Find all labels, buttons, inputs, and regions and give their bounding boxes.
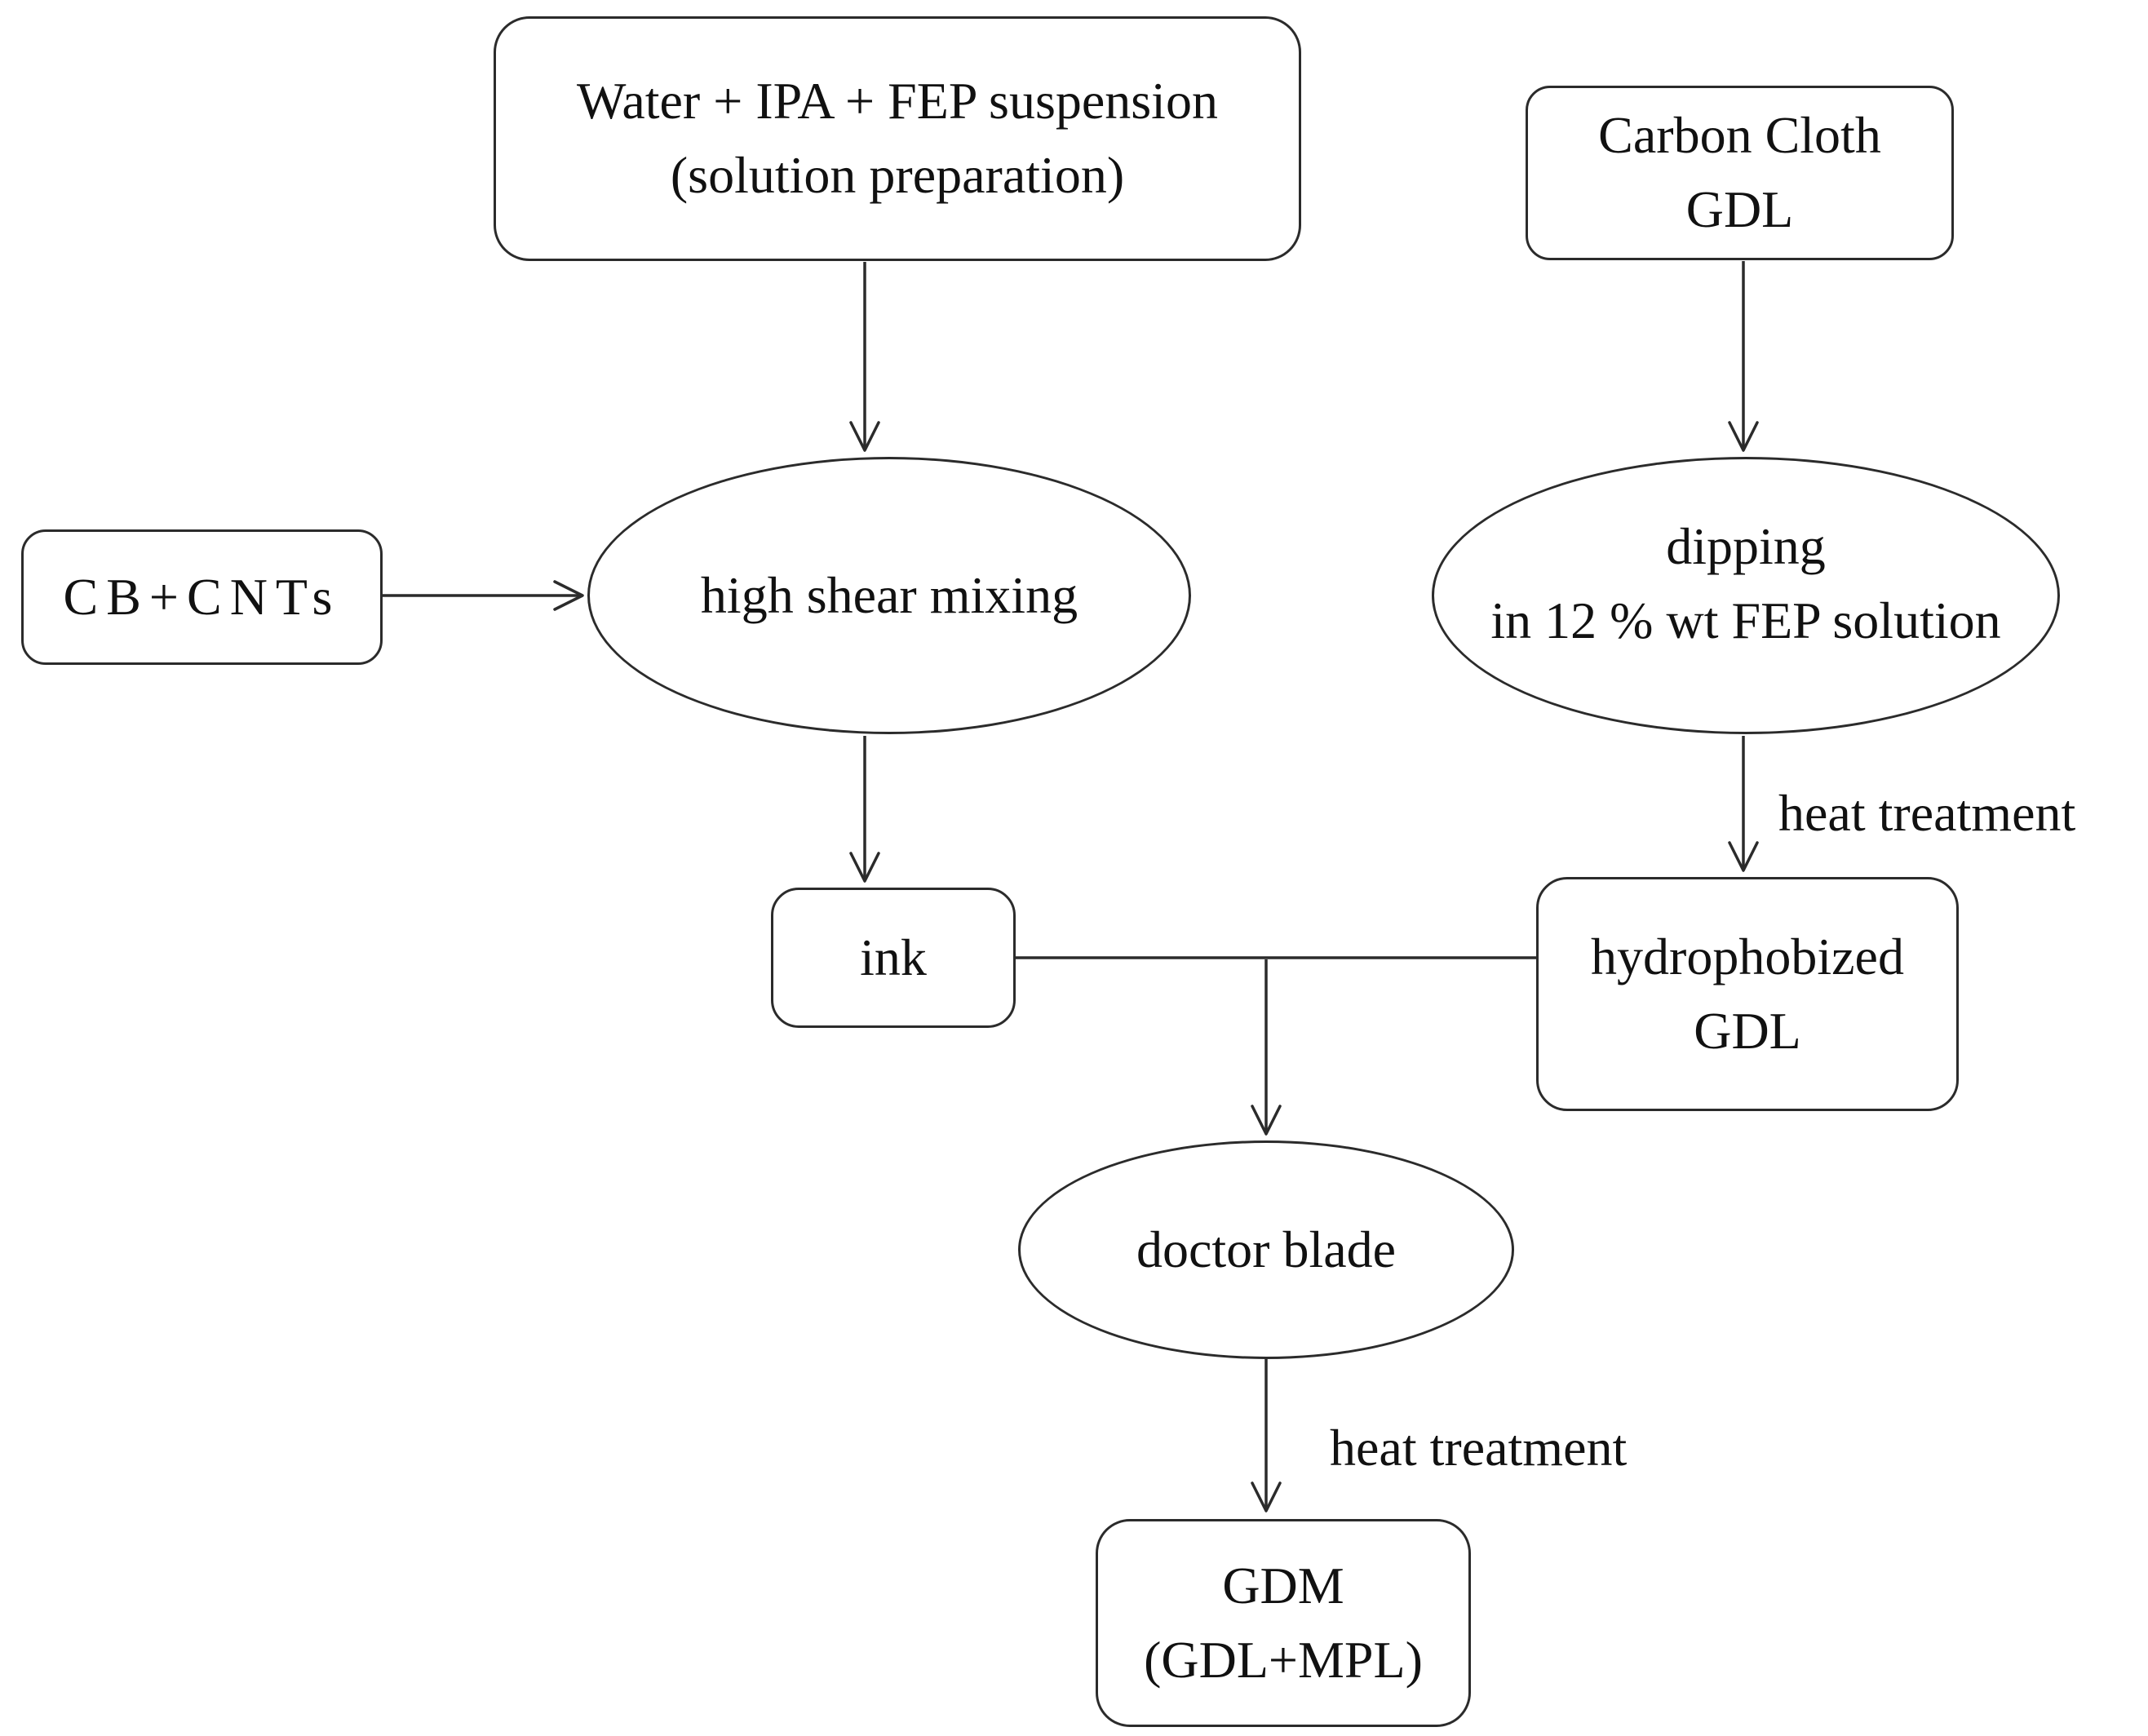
node-high-shear-mixing: high shear mixing <box>587 457 1191 734</box>
node-solution-preparation: Water + IPA + FEP suspension (solution p… <box>494 16 1301 261</box>
node-carbon-cloth-gdl: Carbon Cloth GDL <box>1526 86 1954 260</box>
node-gdm: GDM (GDL+MPL) <box>1096 1519 1471 1727</box>
ink-label: ink <box>860 928 927 986</box>
hydrophobized-gdl-label-line2: GDL <box>1694 1001 1801 1060</box>
solution-preparation-label-line2: (solution preparation) <box>670 146 1125 204</box>
node-cb-cnts: CB+CNTs <box>21 529 383 665</box>
doctor-blade-label: doctor blade <box>1136 1220 1397 1278</box>
node-hydrophobized-gdl: hydrophobized GDL <box>1536 877 1959 1111</box>
node-doctor-blade: doctor blade <box>1018 1140 1514 1359</box>
high-shear-mixing-label: high shear mixing <box>700 565 1078 624</box>
carbon-cloth-label-line1: Carbon Cloth <box>1598 106 1881 165</box>
cb-cnts-label: CB+CNTs <box>63 567 341 626</box>
node-dipping-fep-solution: dipping in 12 % wt FEP solution <box>1432 457 2060 734</box>
dipping-label-line1: dipping <box>1666 517 1826 576</box>
solution-preparation-label-line1: Water + IPA + FEP suspension <box>577 72 1218 131</box>
hydrophobized-gdl-label-line1: hydrophobized <box>1591 927 1904 985</box>
gdm-label-line2: (GDL+MPL) <box>1144 1630 1423 1689</box>
edge-label-heat-treatment-right: heat treatment <box>1778 784 2076 842</box>
node-ink: ink <box>771 888 1016 1028</box>
carbon-cloth-label-line2: GDL <box>1685 180 1794 238</box>
dipping-label-line2: in 12 % wt FEP solution <box>1490 591 2001 649</box>
gdm-label-line1: GDM <box>1222 1556 1344 1614</box>
edge-label-heat-treatment-bottom: heat treatment <box>1330 1419 1628 1477</box>
